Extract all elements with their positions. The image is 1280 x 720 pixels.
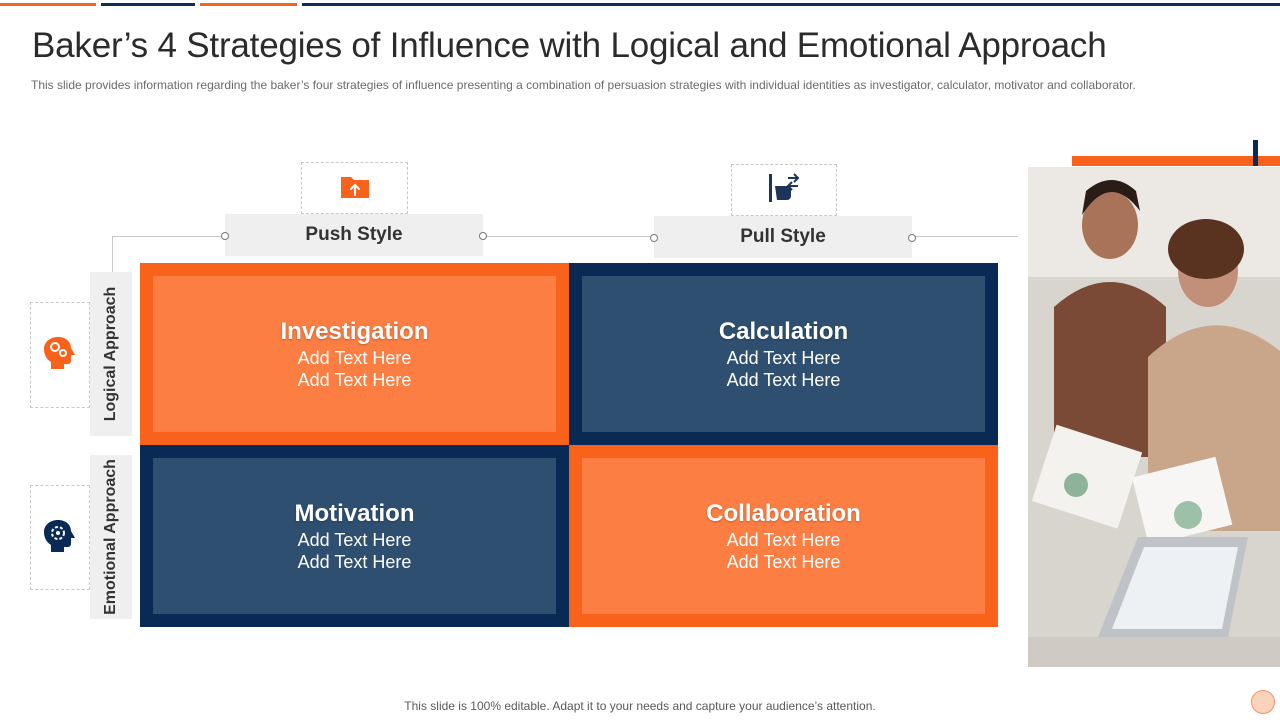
connector-dot [479,232,487,240]
row-label-text: Emotional Approach [102,459,119,615]
top-accent-bar-4 [302,3,1280,6]
connector-horizontal [112,236,1018,237]
quadrant-text: Add Text Here [726,370,841,390]
connector-dot [650,234,658,242]
row-label-logical-approach: Logical Approach [90,272,132,436]
quadrant-title: Calculation [718,318,849,345]
quadrant-motivation: Motivation Add Text Here Add Text Here [140,445,569,627]
quadrant-text: Add Text Here [297,530,412,550]
logical-approach-icon-box [30,302,90,408]
quadrant-text: Add Text Here [726,552,841,572]
top-accent-bar-3 [200,3,297,6]
quadrant-title: Collaboration [706,500,861,527]
connector-dot [908,234,916,242]
connector-dot [221,232,229,240]
column-label-push-style: Push Style [225,214,483,256]
top-accent-bar-2 [101,3,195,6]
quadrant-text: Add Text Here [297,552,412,572]
quadrant-text: Add Text Here [297,370,412,390]
slide-title: Baker’s 4 Strategies of Influence with L… [32,26,1107,65]
quadrant-title: Motivation [294,500,415,527]
quadrant-text: Add Text Here [726,530,841,550]
row-label-text: Logical Approach [102,286,119,422]
quadrant-title: Investigation [280,318,429,345]
column-label-pull-style: Pull Style [654,216,912,258]
push-style-icon-box [301,162,408,214]
head-gear-icon [41,516,79,559]
slide-footer: This slide is 100% editable. Adapt it to… [404,699,876,713]
photo-accent-bar-navy [1253,140,1258,166]
photo-accent-bar-orange [1072,156,1280,166]
row-label-emotional-approach: Emotional Approach [90,455,132,619]
top-accent-bar-1 [0,3,96,6]
slide-subtitle: This slide provides information regardin… [31,78,1136,92]
quadrant-calculation: Calculation Add Text Here Add Text Here [569,263,998,445]
emotional-approach-icon-box [30,485,90,590]
quadrant-text: Add Text Here [726,348,841,368]
quadrant-collaboration: Collaboration Add Text Here Add Text Her… [569,445,998,627]
column-label-text: Push Style [305,224,403,245]
connector-vertical [112,236,113,272]
pull-style-icon-box [731,164,837,216]
team-meeting-photo [1028,167,1280,667]
folder-upload-icon [339,170,371,207]
corner-circle-decoration [1251,690,1275,714]
quadrant-text: Add Text Here [297,348,412,368]
hand-pull-icon [766,170,802,211]
head-gears-icon [41,335,79,376]
quadrant-investigation: Investigation Add Text Here Add Text Her… [140,263,569,445]
column-label-text: Pull Style [740,226,826,247]
